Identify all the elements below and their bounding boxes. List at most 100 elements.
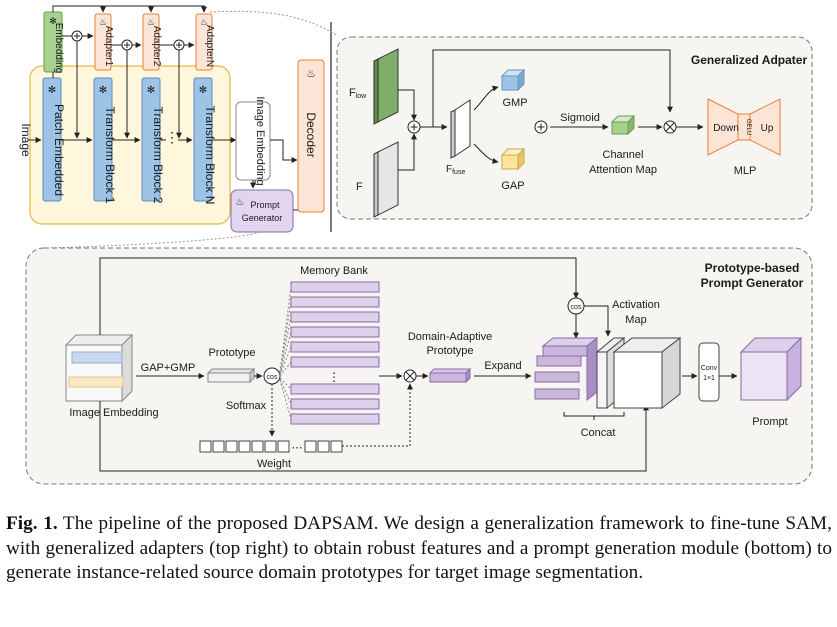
cos-node: cos	[567, 297, 585, 315]
softmax-label: Softmax	[226, 400, 267, 412]
multiply-node	[663, 120, 677, 134]
transform-block-2-label: Transform Block 2	[151, 107, 165, 204]
encoder-ellipsis: ⋮	[165, 129, 179, 145]
expanded-prototype-stack	[534, 336, 599, 402]
adapter-1: ♨ Adapter1	[94, 13, 114, 71]
domain-adaptive-label-2: Prototype	[426, 345, 473, 357]
fire-icon: ♨	[306, 68, 316, 80]
channel-attention-label-1: Channel	[603, 149, 644, 161]
embedding-adapter: ✻ Embedding	[43, 11, 64, 74]
image-embedding-cube: Image Embedding	[64, 333, 159, 419]
decoder-box: ♨ Decoder	[297, 59, 325, 213]
embedding-adapter-label: Embedding	[53, 23, 64, 74]
image-embedding-label: Image Embedding	[69, 407, 158, 419]
f-fuse-feature: Ffuse	[446, 99, 471, 176]
adapter-n-label: AdapterN	[204, 25, 215, 67]
concat-cube	[612, 336, 682, 410]
expand-label: Expand	[484, 360, 521, 372]
generalized-adapter-panel: Generalized Adpater Flow F Ffuse	[336, 36, 813, 220]
channel-attention-label-2: Attention Map	[589, 164, 657, 176]
domain-adaptive-label-1: Domain-Adaptive	[408, 331, 492, 343]
f-feature: F	[356, 141, 399, 218]
gap-gmp-label: GAP+GMP	[141, 362, 196, 374]
prompt-generator-box: ♨ Prompt Generator	[230, 189, 294, 233]
decoder-label: Decoder	[304, 112, 318, 157]
snowflake-icon: ✻	[99, 85, 107, 96]
gmp-cube: GMP	[500, 68, 528, 109]
up-label: Up	[761, 123, 774, 134]
prompt-generator-label-2: Generator	[242, 213, 283, 223]
transform-block-2: ✻ Transform Block 2	[141, 77, 165, 204]
encoder-section: Image ✻ Patch Embedded ✻ Transform Block…	[19, 5, 325, 233]
domain-adaptive-prototype-bar	[428, 367, 472, 384]
prompt-cube: Prompt	[739, 336, 803, 428]
add-node	[534, 120, 548, 134]
figure-label: Fig. 1.	[6, 513, 58, 534]
add-node	[121, 39, 133, 51]
prompt-panel-title-2: Prompt Generator	[701, 276, 804, 290]
gap-label: GAP	[501, 180, 524, 192]
fire-icon: ♨	[99, 17, 107, 27]
conv-label-1: Conv	[701, 365, 718, 372]
channel-attention-cube	[610, 114, 636, 136]
snowflake-icon: ✻	[199, 85, 207, 96]
memory-bank-ellipsis: ⋮	[328, 370, 340, 384]
snowflake-icon: ✻	[48, 85, 56, 96]
prompt-label: Prompt	[752, 416, 787, 428]
add-node	[71, 30, 83, 42]
adapter-1-label: Adapter1	[103, 26, 114, 67]
conv-block: Conv 1×1	[698, 342, 720, 402]
fire-icon: ♨	[236, 197, 245, 208]
transform-block-1-label: Transform Block 1	[103, 107, 117, 204]
memory-bank: Memory Bank ⋮	[290, 265, 380, 425]
concat-label: Concat	[581, 427, 616, 439]
gelu-label: GELU	[745, 119, 751, 135]
snowflake-icon: ✻	[147, 85, 155, 96]
mlp-label: MLP	[734, 165, 757, 177]
f-low-label: Flow	[349, 87, 367, 100]
adapter-panel-title: Generalized Adpater	[691, 53, 808, 67]
adapter-2-label: Adapter2	[151, 26, 162, 67]
adapter-n: ♨ AdapterN	[195, 13, 215, 71]
f-label: F	[356, 181, 363, 193]
activation-map-label-1: Activation	[612, 299, 660, 311]
prototype-bar: Prototype	[206, 347, 256, 384]
multiply-node	[403, 369, 417, 383]
weight-label: Weight	[257, 458, 291, 470]
conv-label-2: 1×1	[703, 375, 715, 382]
pipeline-diagram: Image ✻ Patch Embedded ✻ Transform Block…	[19, 5, 813, 485]
weight-vector: ⋯ Weight	[199, 440, 343, 470]
caption-text: The pipeline of the proposed DAPSAM. We …	[6, 513, 833, 583]
image-embedding-label: Image Embedding	[254, 96, 266, 185]
memory-bank-label: Memory Bank	[300, 265, 368, 277]
sigmoid-label: Sigmoid	[560, 112, 600, 124]
encoder-background	[29, 65, 231, 225]
activation-map-label-2: Map	[625, 314, 646, 326]
weight-ellipsis: ⋯	[292, 442, 303, 454]
cos-node: cos	[263, 367, 281, 385]
prototype-label: Prototype	[208, 347, 255, 359]
cos-label: cos	[571, 304, 582, 311]
cos-label: cos	[267, 374, 278, 381]
mlp-block: Down GELU Up MLP	[707, 98, 781, 177]
fire-icon: ♨	[200, 17, 208, 27]
add-node	[407, 120, 421, 134]
patch-embedded-label: Patch Embedded	[52, 104, 66, 196]
snowflake-icon: ✻	[49, 16, 57, 26]
f-fuse-label: Ffuse	[446, 164, 465, 176]
gap-cube: GAP	[500, 147, 526, 192]
gmp-label: GMP	[502, 97, 527, 109]
f-low-feature: Flow	[349, 48, 399, 125]
transform-block-n-label: Transform Block N	[203, 106, 217, 205]
patch-embedded-block: ✻ Patch Embedded	[42, 77, 66, 202]
prompt-panel-title-1: Prototype-based	[705, 261, 800, 275]
fire-icon: ♨	[147, 17, 155, 27]
image-embedding-box: Image Embedding	[235, 96, 271, 186]
add-node	[173, 39, 185, 51]
transform-block-1: ✻ Transform Block 1	[93, 77, 117, 204]
figure-caption: Fig. 1. The pipeline of the proposed DAP…	[6, 512, 832, 586]
down-label: Down	[713, 123, 739, 134]
image-input-label: Image	[19, 123, 33, 157]
prompt-generator-panel: Prototype-based Prompt Generator Image E…	[25, 247, 813, 485]
adapter-2: ♨ Adapter2	[142, 13, 162, 71]
